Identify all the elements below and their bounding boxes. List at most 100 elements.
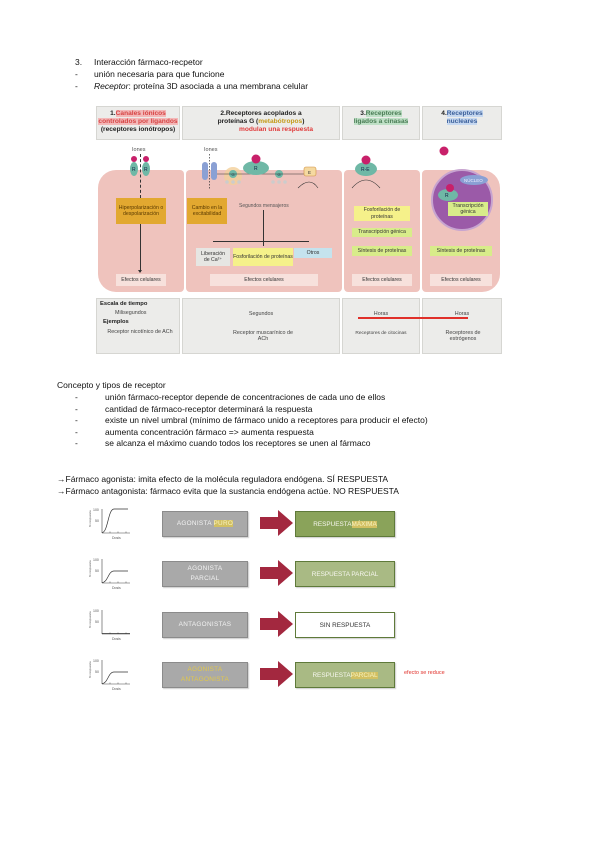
svg-text:R-E: R-E [361,167,370,173]
y-axis-label: % respuesta [88,560,92,577]
arrow-shape [260,510,293,536]
footer-col-3: Horas Receptores de citocinas [342,298,420,354]
response-box: SIN RESPUESTA [295,612,395,638]
drug-type-box: AGONISTA PURO [162,511,248,537]
svg-text:NÚCLEO: NÚCLEO [464,177,483,183]
header-num: 2. [220,110,226,117]
list-item: -aumenta concentración fármaco => aument… [75,427,428,439]
arrow-shape [260,611,293,637]
response-curve [101,570,128,583]
svg-text:R: R [254,166,258,172]
drug-type-box: ANTAGONISTAS [162,612,248,638]
response-curve [101,671,128,684]
kinase-receptor-icon: R-E [351,155,381,189]
response-box: RESPUESTA PARCIAL [295,561,395,587]
list-item: -cantidad de fármaco-receptor determinar… [75,404,428,416]
ions-label: Iones [132,147,146,153]
y-tick-label: 100 [93,609,99,613]
nuclear-transcription-box: Transcripción génica [448,202,488,216]
response-text: SIN RESPUESTA [319,621,371,629]
svg-text:G: G [278,172,281,177]
y-tick-label: 50 [95,620,99,624]
ca-release-text: Liberación [201,250,225,257]
y-tick-label: 50 [95,670,99,674]
x-axis-label: Dosis [112,687,121,691]
response-text: RESPUESTA PARCIAL [311,570,379,578]
response-curve [101,508,128,533]
footer-col-1: Escala de tiempo Milisegundos Ejemplos R… [96,298,180,354]
header-gprotein: 2.Receptores acoplados a proteínas G (me… [182,106,340,140]
second-messengers-label: Segundos mensajeros [239,203,289,209]
nuclear-receptor-icon: NÚCLEO R [431,146,493,231]
y-axis-label: % respuesta [88,661,92,678]
bullet-dash: - [75,426,78,437]
response-box: RESPUESTA MÁXIMA [295,511,395,537]
y-tick-label: 100 [93,659,99,663]
right-arrow-icon [260,611,293,637]
effects-box-4: Efectos celulares [430,274,492,286]
concept-title: Concepto y tipos de receptor [57,380,166,390]
header-nuclear: 4.Receptores nucleares [422,106,502,140]
section-number: 3. [75,57,83,67]
bullet-dash: - [75,415,78,425]
header-line: Canales iónicos [115,110,166,117]
time-scale-label: Escala de tiempo [100,301,148,307]
header-line: ligados a cinasas [353,118,409,125]
right-arrow-icon [260,560,293,586]
drug-type-text: PARCIAL [190,575,220,582]
response-box: RESPUESTA PARCIAL [295,662,395,688]
bullet-text: existe un nivel umbral (mínimo de fármac… [105,415,428,425]
x-axis-label: Dosis [112,637,121,641]
drug-type-text: AGONISTA [176,520,214,527]
y-axis-label: % respuesta [88,611,92,628]
bullet-dash: - [75,392,78,402]
examples-label: Ejemplos [103,319,129,325]
antagonist-definition: →Fármaco antagonista: fármaco evita que … [57,486,399,496]
header-line: ) [302,118,305,125]
bullet-union: unión necesaria para que funcione [94,69,225,79]
arrow-shape [260,661,293,687]
y-axis-label: % respuesta [88,510,92,527]
ca-release-text: de Ca²⁺ [203,257,223,263]
drug-type-text: ANTAGONISTAS [178,621,232,628]
y-tick-label: 50 [95,519,99,523]
cell-panel-2 [186,170,342,292]
example-value: Receptor muscarínico de ACh [233,330,293,342]
drug-type-line: ANTAGONISTAS [179,620,232,630]
arrow-line [263,210,264,246]
svg-text:G: G [232,172,235,177]
kinase-synthesis-box: Síntesis de proteínas [352,246,412,256]
header-line: Receptores [446,110,483,117]
svg-text:E: E [308,170,311,175]
effects-box-2: Efectos celulares [210,274,318,286]
ions-label: Iones [204,147,218,153]
bullet-dash: - [75,403,78,414]
hours-annotation-line [358,317,468,319]
arrow-head [138,270,142,273]
bullet-dash: - [75,81,78,91]
header-kinase: 3.Receptores ligados a cinasas [342,106,420,140]
drug-type-highlight: PURO [213,520,234,527]
bullet-text: se alcanza el máximo cuando todos los re… [105,438,371,448]
response-highlight: PARCIAL [350,671,378,679]
header-line: nucleares [446,118,478,125]
list-item: - existe un nivel umbral (mínimo de fárma… [75,415,428,427]
arrow-shape [260,560,293,586]
agonist-definition: →Fármaco agonista: imita efecto de la mo… [57,474,389,484]
svg-text:R: R [445,193,449,199]
x-axis-label: Dosis [112,586,121,590]
y-tick-label: 100 [93,558,99,562]
nuclear-synthesis-box: Síntesis de proteínas [430,246,492,256]
bullet-dash: - [75,69,78,79]
header-line: controlados por ligandos [98,118,178,125]
excitability-box: Cambio en la excitabilidad [187,198,227,224]
